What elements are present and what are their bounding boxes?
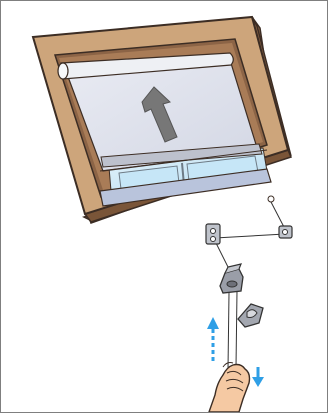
- wall-hook: [238, 304, 263, 327]
- hand: [209, 363, 250, 413]
- pull-down-indicator: [252, 367, 264, 387]
- cord-lock: [220, 264, 243, 293]
- cord-guide-right: [279, 226, 292, 238]
- pull-up-indicator: [207, 317, 219, 361]
- cord-guide-left: [206, 224, 220, 244]
